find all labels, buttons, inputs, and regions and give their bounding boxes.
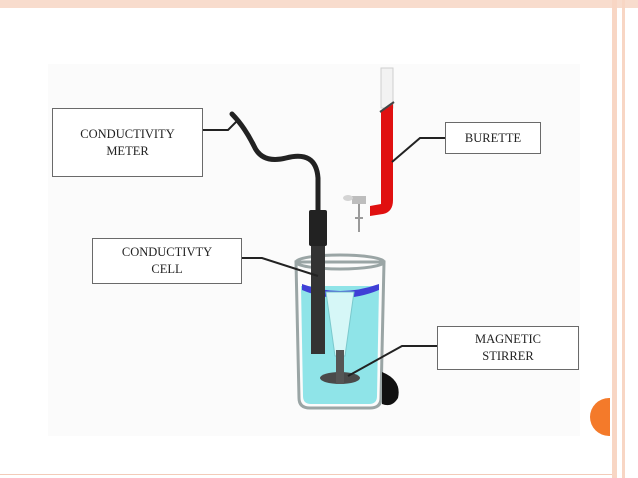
meter-cable — [229, 111, 321, 215]
burette-meniscus — [379, 101, 395, 113]
slide-right-border — [612, 0, 617, 478]
conductivity-meter-label-line1: CONDUCTIVITY — [80, 126, 175, 141]
burette-label: BURETTE — [445, 122, 541, 154]
vortex — [325, 291, 355, 357]
slide-accent-circle — [590, 398, 610, 436]
slide-top-border — [0, 0, 638, 8]
magnetic-stirrer-label-line2: STIRRER — [482, 349, 534, 363]
beaker-rim — [294, 253, 386, 271]
leader-cell — [242, 257, 319, 277]
burette-stopcock — [352, 196, 366, 204]
conductivity-cell-label: CONDUCTIVTY CELL — [92, 238, 242, 284]
burette-tip — [355, 204, 363, 232]
leader-meter — [203, 119, 239, 131]
leader-burette — [391, 137, 445, 163]
burette-glass-top — [380, 67, 394, 109]
conductivity-cell-label-line1: CONDUCTIVTY — [121, 245, 213, 259]
beaker-glass — [294, 260, 386, 410]
burette-liquid — [370, 104, 393, 216]
leader-stirrer — [347, 345, 437, 377]
burette-label-text: BURETTE — [464, 130, 522, 145]
magnetic-stirrer-label: MAGNETIC STIRRER — [437, 326, 579, 370]
probe-body — [311, 246, 325, 354]
conductivity-cell-label-line2: CELL — [151, 262, 183, 276]
slide-bottom-border — [0, 474, 612, 475]
conductivity-meter-label-line2: METER — [106, 143, 149, 158]
conductivity-probe — [309, 210, 327, 354]
conductivity-meter-label: CONDUCTIVITY METER — [52, 108, 203, 177]
burette-stopcock-knob — [343, 195, 353, 201]
slide-right-border-inner — [622, 0, 625, 478]
stirrer-base — [382, 372, 399, 406]
magnetic-stirrer-label-line1: MAGNETIC — [475, 332, 541, 346]
probe-handle — [309, 210, 327, 246]
burette — [343, 67, 395, 232]
stir-bar-shaft — [336, 350, 344, 384]
